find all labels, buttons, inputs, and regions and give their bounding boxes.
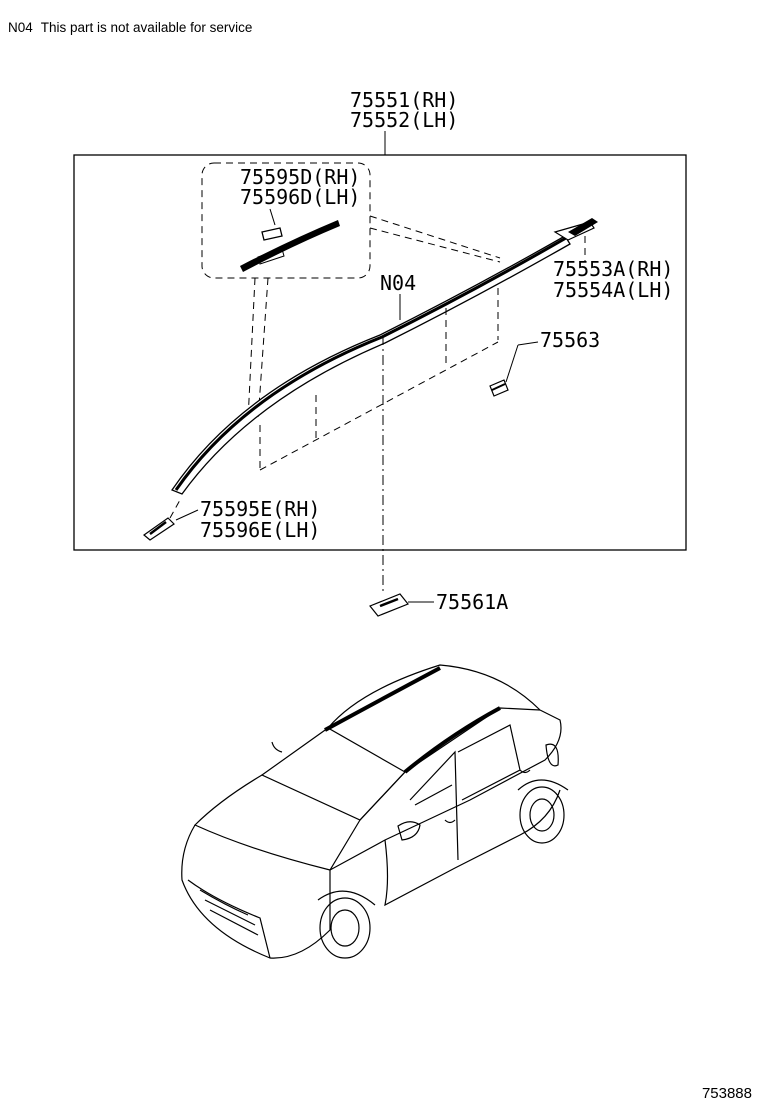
leader-clip-d — [269, 208, 276, 226]
reference-number: 753888 — [701, 1085, 752, 1102]
label-n04: N04 — [380, 271, 416, 295]
label-cap-a-rh: 75553A(RH) — [553, 257, 673, 281]
label-main-rh: 75551(RH) — [350, 88, 458, 112]
end-cap-a — [568, 218, 598, 262]
label-clip-e-lh: 75596E(LH) — [200, 518, 320, 542]
clip-75561a — [369, 593, 409, 617]
label-main-lh: 75552(LH) — [350, 108, 458, 132]
note-code: N04 — [8, 20, 33, 35]
service-note: N04 This part is not available for servic… — [8, 20, 252, 35]
label-clip-d-lh: 75596D(LH) — [240, 185, 360, 209]
note-text: This part is not available for service — [40, 20, 253, 35]
label-clip-d-rh: 75595D(RH) — [240, 165, 360, 189]
car-illustration — [181, 664, 569, 959]
label-clip-e-rh: 75595E(RH) — [200, 497, 320, 521]
clip-e — [143, 499, 181, 541]
clip-d-detail — [240, 220, 340, 272]
label-clip-63: 75563 — [540, 328, 600, 352]
label-cap-a-lh: 75554A(LH) — [553, 278, 673, 302]
detail-box — [201, 162, 371, 279]
clip-75563 — [489, 379, 509, 397]
label-clip-61a: 75561A — [436, 590, 508, 614]
assembly-box — [73, 154, 687, 551]
